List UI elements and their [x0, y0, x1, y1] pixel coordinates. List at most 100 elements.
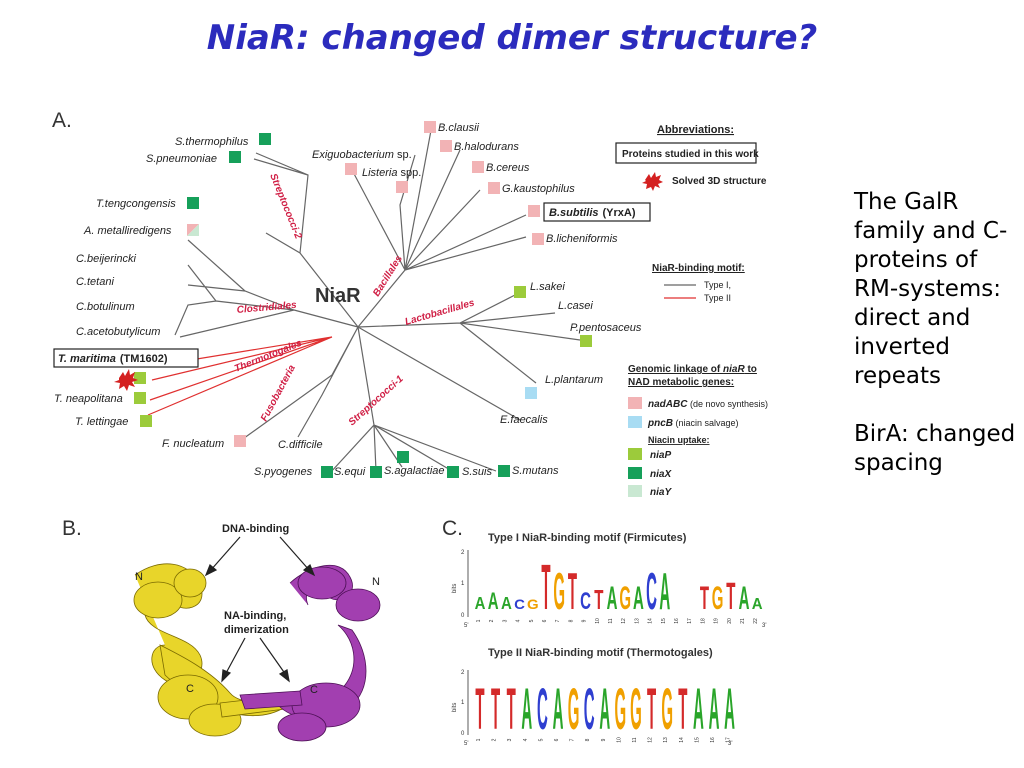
legend-swatch-nadabc: [628, 397, 642, 409]
taxon-b-cereus: B.cereus: [486, 162, 530, 174]
taxon-t-neapolitana: T. neapolitana: [54, 393, 123, 405]
svg-text:B.subtilis(YrxA): B.subtilis(YrxA): [549, 207, 636, 219]
logo2-letter: A: [521, 677, 532, 741]
taxa-labels: S.thermophilus S.pneumoniae T.tengcongen…: [54, 122, 642, 478]
logo1-letter: C: [646, 563, 657, 621]
logo2-position: 2: [492, 738, 498, 741]
solved-structure-starburst-icon: [114, 369, 138, 391]
logo1-position: 12: [621, 618, 627, 624]
panel-a-label: A.: [52, 109, 72, 132]
logo1-position: 7: [555, 619, 561, 622]
logo-type1-title: Type I NiaR-binding motif (Firmicutes): [488, 532, 687, 544]
logo2-letter: A: [553, 677, 564, 741]
logo1-position: 17: [687, 618, 693, 624]
logo2-letter: A: [693, 677, 704, 741]
logo2-position: 12: [648, 737, 654, 743]
dimerization-label: dimerization: [224, 624, 289, 636]
taxon-s-equi: S.equi: [334, 466, 366, 478]
logo2-ytick-0: 0: [461, 731, 465, 737]
logo2-letter: T: [491, 677, 500, 741]
logo1-position: 16: [674, 618, 680, 624]
logo2-position: 14: [679, 737, 685, 743]
side-text-galr: The GalR family and C-proteins of RM-sys…: [854, 189, 1008, 389]
legend-nadabc: nadABC (de novo synthesis): [648, 399, 768, 410]
c-terminus-left: C: [186, 683, 194, 695]
logo2-ytick-2: 2: [461, 670, 465, 676]
taxon-c-difficile: C.difficile: [278, 439, 323, 451]
legend-genomic-title-2: NAD metabolic genes:: [628, 377, 734, 388]
logo2-letter: C: [584, 677, 595, 741]
logo1-position: 13: [634, 618, 640, 624]
taxon-c-acetobutylicum: C.acetobutylicum: [76, 326, 160, 338]
logo1-letter: T: [541, 551, 550, 623]
logo2-position: 17: [726, 737, 732, 743]
clade-streptococci-1: Streptococci-1: [347, 373, 406, 428]
logo2-letter: C: [537, 677, 548, 741]
logo2-letter: A: [599, 677, 610, 741]
legend-swatch-pncb: [628, 416, 642, 428]
legend-niap: niaP: [650, 450, 671, 461]
logo2-position: 15: [694, 737, 700, 743]
legend-type1: Type I,: [704, 280, 731, 290]
square-t-tengcongensis: [187, 197, 199, 209]
logo2-letter: G: [568, 677, 580, 741]
taxon-l-plantarum: L.plantarum: [545, 374, 603, 386]
logo1-position: 19: [714, 618, 720, 624]
square-b-subtilis: [528, 205, 540, 217]
tree-branches-type2: [147, 336, 333, 416]
logo1-letter: A: [739, 581, 750, 617]
logo2-letter: A: [724, 677, 735, 741]
clade-fusobacteria: Fusobacteria: [259, 363, 298, 424]
logo1-position: 11: [608, 618, 614, 623]
logo1-letter: T: [700, 581, 709, 617]
taxon-t-lettingae: T. lettingae: [75, 416, 128, 428]
legend-pncb: pncB (niacin salvage): [647, 418, 739, 429]
taxon-exiguobacterium: Exiguobacterium sp.: [312, 149, 412, 161]
logo1-letter: G: [553, 563, 565, 621]
taxon-a-metalliredigens: A. metalliredigens: [83, 225, 172, 237]
panel-b-label: B.: [62, 517, 82, 540]
taxon-c-beijerinckii: C.beijerincki: [76, 253, 136, 265]
logo-type1-axis: 2 1 0 bits 5' 3': [452, 550, 766, 629]
logo2-position: 9: [601, 738, 607, 741]
square-listeria: [396, 181, 408, 193]
figure: A. NiaR Streptococci-2 Clostridiales The…: [52, 109, 768, 747]
logo1-letter: T: [726, 576, 735, 618]
protein-chain-a: [133, 563, 291, 737]
taxon-listeria: Listeria spp.: [362, 167, 421, 179]
square-b-licheniformis: [532, 233, 544, 245]
taxon-s-pneumoniae: S.pneumoniae: [146, 153, 217, 165]
logo2-position: 4: [523, 738, 529, 741]
taxon-b-licheniformis: B.licheniformis: [546, 233, 618, 245]
panel-a: A. NiaR Streptococci-2 Clostridiales The…: [52, 109, 768, 498]
panel-b: B. DNA-binding NA-binding, dimerization: [62, 517, 381, 742]
logo2-letter: G: [661, 677, 673, 741]
square-b-clausii: [424, 121, 436, 133]
logo1-position: 4: [516, 619, 522, 622]
logo2-letter: T: [475, 677, 484, 741]
studied-protein-t-maritima: T. maritima(TM1602): [53, 348, 199, 368]
legend-niay: niaY: [650, 487, 672, 498]
logo2-position: 8: [585, 738, 591, 741]
taxon-s-suis: S.suis: [462, 466, 492, 478]
square-p-pentosaceus: [580, 335, 592, 347]
logo1-letter: A: [752, 596, 763, 614]
legend-swatch-niap: [628, 448, 642, 460]
legend-abbreviations: Abbreviations:: [657, 124, 734, 136]
taxon-b-clausii: B.clausii: [438, 122, 480, 134]
logo2-axis-label: bits: [452, 703, 458, 712]
legend-starburst-icon: [642, 172, 663, 191]
taxon-l-casei: L.casei: [558, 300, 593, 312]
logo1-letter: A: [501, 593, 512, 614]
logo1-letter: A: [488, 589, 499, 615]
logo-type2-axis: 2 1 0 bits 5' 3': [452, 670, 732, 747]
logo1-letter: T: [594, 584, 603, 615]
logo1-position: 22: [753, 618, 759, 624]
taxon-b-halodurans: B.halodurans: [454, 141, 519, 153]
tree-center-label: NiaR: [315, 285, 361, 307]
taxon-g-kaustophilus: G.kaustophilus: [502, 183, 575, 195]
taxon-s-mutans: S.mutans: [512, 465, 559, 477]
logo2-position: 13: [663, 737, 669, 743]
logo1-position: 8: [568, 619, 574, 622]
